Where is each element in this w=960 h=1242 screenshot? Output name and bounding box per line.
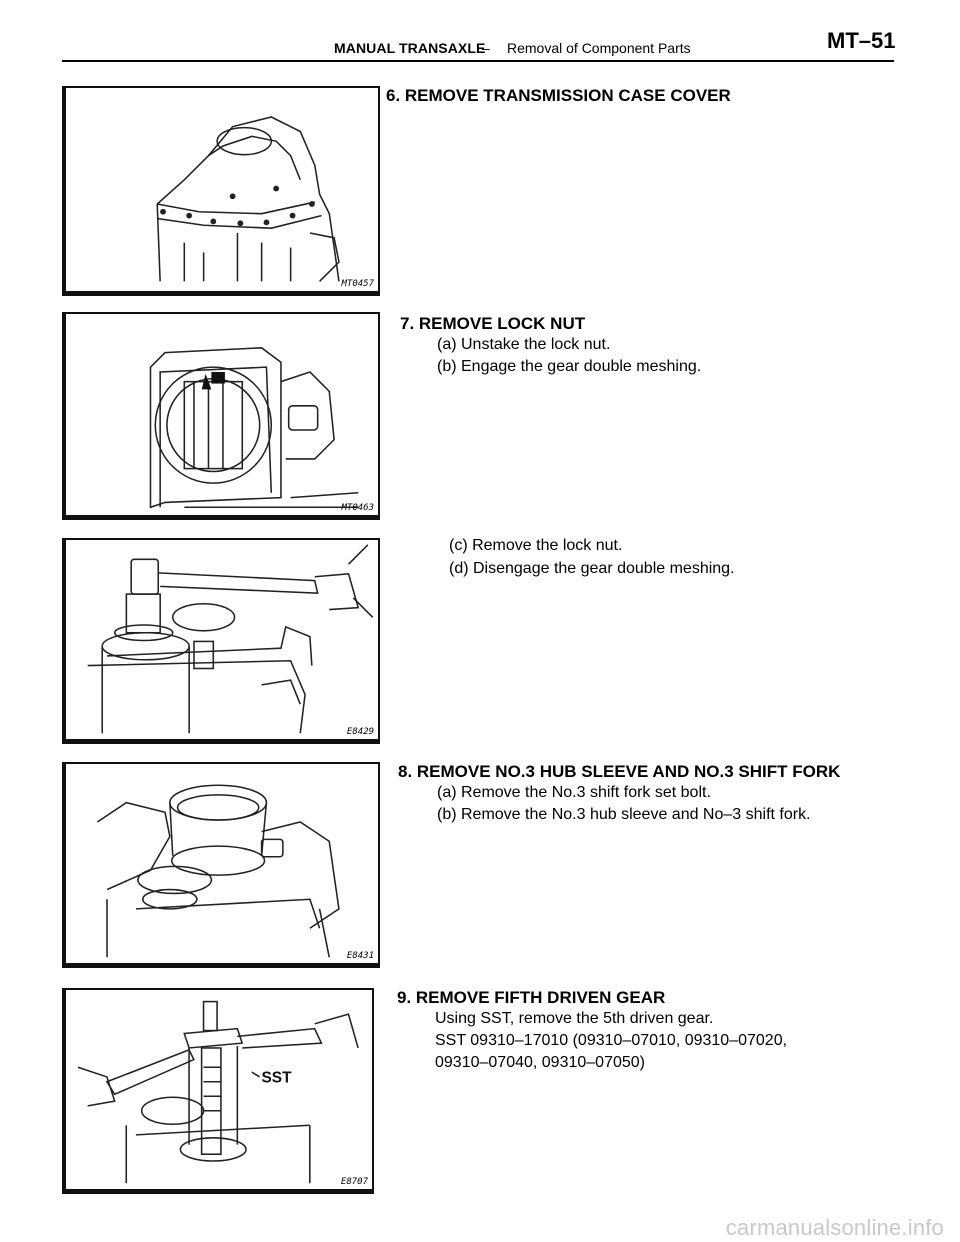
step-8-line-a: (a) Remove the No.3 shift fork set bolt.	[437, 784, 711, 801]
step-7-line-c: (c) Remove the lock nut.	[449, 537, 623, 554]
watermark: carmanualsonline.info	[725, 1215, 944, 1240]
figure-code: MT0457	[341, 279, 374, 289]
fifth-driven-gear-illustration: SST	[77, 1000, 359, 1184]
page-header: MANUAL TRANSAXLE – Removal of Component …	[0, 0, 960, 64]
lock-nut-stake-illustration	[149, 347, 359, 509]
step-7-line-a: (a) Unstake the lock nut.	[437, 336, 611, 353]
header-section: MANUAL TRANSAXLE	[334, 40, 486, 56]
figure-code: E8431	[346, 951, 374, 961]
step-7-title: 7. REMOVE LOCK NUT	[400, 314, 586, 333]
step-9-title: 9. REMOVE FIFTH DRIVEN GEAR	[397, 988, 666, 1007]
figure-code: E8429	[346, 727, 374, 737]
header-separator: –	[482, 40, 490, 56]
figure-code: E8707	[340, 1177, 368, 1187]
case-cover-illustration	[156, 116, 340, 282]
figure-case-cover: MT0457	[62, 86, 380, 296]
page-number: MT–51	[827, 28, 896, 53]
step-8-line-b: (b) Remove the No.3 hub sleeve and No–3 …	[437, 806, 811, 823]
figure-fifth-driven-gear: SST E8707	[62, 988, 374, 1194]
figure-lock-nut-stake: MT0463	[62, 312, 380, 520]
figure-hub-sleeve: E8431	[62, 762, 380, 968]
header-topic: Removal of Component Parts	[507, 40, 691, 56]
hub-sleeve-illustration	[96, 784, 340, 958]
figure-code: MT0463	[341, 503, 374, 513]
step-9-line-2: SST 09310–17010 (09310–07010, 09310–0702…	[435, 1032, 788, 1049]
sst-callout: SST	[262, 1070, 293, 1087]
header-rule	[62, 60, 894, 62]
step-6-title: 6. REMOVE TRANSMISSION CASE COVER	[386, 86, 731, 105]
step-7-line-b: (b) Engage the gear double meshing.	[437, 358, 702, 375]
step-9-line-3: 09310–07040, 09310–07050)	[435, 1054, 645, 1071]
figure-remove-lock-nut: E8429	[62, 538, 380, 744]
step-9-line-1: Using SST, remove the 5th driven gear.	[435, 1010, 714, 1027]
remove-lock-nut-illustration	[87, 544, 374, 734]
step-7-line-d: (d) Disengage the gear double meshing.	[449, 560, 735, 577]
step-8-title: 8. REMOVE NO.3 HUB SLEEVE AND NO.3 SHIFT…	[398, 762, 841, 781]
page-footer: carmanualsonline.info	[0, 1213, 960, 1242]
